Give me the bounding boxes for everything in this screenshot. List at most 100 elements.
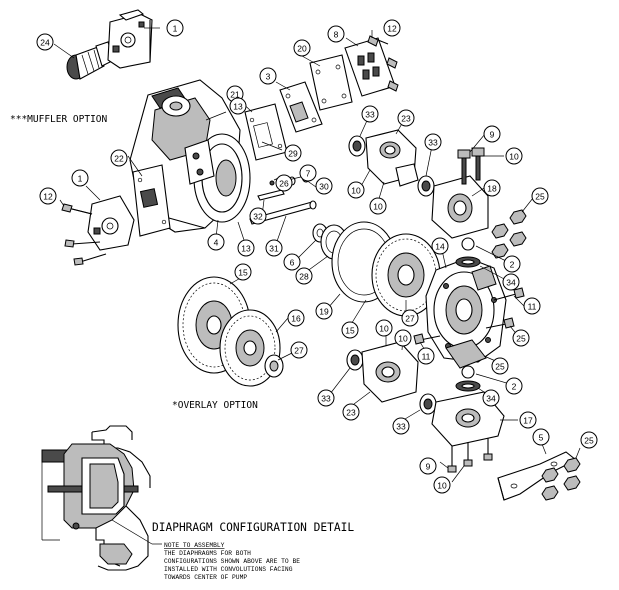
callout-circle	[259, 67, 277, 85]
callout-circle	[424, 133, 442, 151]
callout-number: 6	[290, 258, 295, 268]
callout-number: 14	[435, 242, 445, 252]
callout-c18: 18	[483, 179, 501, 197]
callout-circle	[531, 187, 549, 205]
callout-circle	[207, 233, 225, 251]
callout-c33b: 33	[424, 133, 442, 151]
callout-c24: 24	[36, 33, 54, 51]
callout-c23b: 23	[342, 403, 360, 421]
valve-plate-8	[344, 35, 399, 97]
callout-c12a: 12	[383, 19, 401, 37]
callout-c12b: 12	[39, 187, 57, 205]
callout-circle	[295, 267, 313, 285]
callout-circle	[433, 476, 451, 494]
callout-number: 24	[40, 38, 50, 48]
callout-c1a: 1	[166, 19, 184, 37]
callout-circle	[394, 329, 412, 347]
callout-circle	[361, 105, 379, 123]
callout-c32: 32	[249, 207, 267, 225]
callout-number: 17	[523, 416, 533, 426]
callout-number: 30	[319, 182, 329, 192]
callout-circle	[317, 389, 335, 407]
callout-circle	[290, 341, 308, 359]
callout-c7: 7	[299, 164, 317, 182]
nuts-25-top	[491, 209, 527, 259]
callout-c33d: 33	[392, 417, 410, 435]
callout-circle	[315, 177, 333, 195]
manifold-18	[431, 147, 489, 239]
callout-number: 34	[486, 394, 496, 404]
diaphragm-middle	[371, 233, 441, 317]
callout-circle	[505, 147, 523, 165]
callout-number: 19	[319, 307, 329, 317]
leader-lines	[53, 27, 581, 483]
callout-circle	[283, 253, 301, 271]
air-valve-top	[107, 9, 153, 69]
callout-c10a: 10	[505, 147, 523, 165]
callout-c6: 6	[283, 253, 301, 271]
callout-number: 25	[584, 436, 594, 446]
callout-circle	[502, 273, 520, 291]
callout-number: 2	[510, 260, 515, 270]
callout-number: 10	[437, 481, 447, 491]
callout-number: 34	[506, 278, 516, 288]
callout-c20: 20	[293, 39, 311, 57]
check-balls-right	[455, 237, 481, 392]
gasket-22	[132, 164, 171, 237]
callout-c16: 16	[287, 309, 305, 327]
callout-number: 25	[516, 334, 526, 344]
callout-circle	[229, 97, 247, 115]
callout-c26: 26	[275, 174, 293, 192]
callout-circle	[519, 411, 537, 429]
callout-number: 12	[387, 24, 397, 34]
callout-c29: 29	[284, 144, 302, 162]
callout-circle	[431, 237, 449, 255]
callout-circle	[482, 389, 500, 407]
callout-circle	[327, 25, 345, 43]
callout-c3: 3	[259, 67, 277, 85]
callout-c9b: 9	[419, 457, 437, 475]
callout-number: 31	[269, 244, 279, 254]
callout-number: 32	[253, 212, 263, 222]
callout-circle	[523, 297, 541, 315]
callout-number: 2	[512, 382, 517, 392]
callout-c15b: 15	[341, 321, 359, 339]
callout-c25a: 25	[531, 187, 549, 205]
callout-circle	[249, 207, 267, 225]
diaphragm-detail-section	[41, 425, 162, 571]
gasket-plate-20	[309, 54, 353, 111]
callout-c23a: 23	[397, 109, 415, 127]
callout-c15a: 15	[234, 263, 252, 281]
note-line-2: CONFIGURATIONS SHOWN ABOVE ARE TO BE	[164, 558, 300, 565]
callout-circle	[383, 19, 401, 37]
callout-number: 7	[306, 169, 311, 179]
callout-number: 16	[291, 314, 301, 324]
callout-circle	[299, 164, 317, 182]
plate-27-left	[264, 354, 284, 378]
callout-c9a: 9	[483, 125, 501, 143]
callout-circle	[234, 263, 252, 281]
callout-number: 5	[539, 433, 544, 443]
callout-c5: 5	[532, 428, 550, 446]
callout-c10d: 10	[375, 319, 393, 337]
foot-bracket-5	[497, 451, 578, 501]
note-line-3: INSTALLED WITH CONVOLUTIONS FACING	[164, 566, 293, 573]
callout-c30: 30	[315, 177, 333, 195]
callout-number: 12	[43, 192, 53, 202]
callout-c11a: 11	[523, 297, 541, 315]
callout-circle	[369, 197, 387, 215]
outer-chamber-right	[425, 257, 507, 369]
callout-number: 23	[346, 408, 356, 418]
callout-c27a: 27	[401, 309, 419, 327]
callout-number: 25	[535, 192, 545, 202]
callout-number: 21	[230, 90, 240, 100]
callout-c27b: 27	[290, 341, 308, 359]
callout-number: 4	[214, 238, 219, 248]
callout-circle	[419, 457, 437, 475]
callout-c34a: 34	[502, 273, 520, 291]
callout-number: 10	[379, 324, 389, 334]
callout-number: 27	[294, 346, 304, 356]
callout-circle	[293, 39, 311, 57]
callout-c33c: 33	[317, 389, 335, 407]
